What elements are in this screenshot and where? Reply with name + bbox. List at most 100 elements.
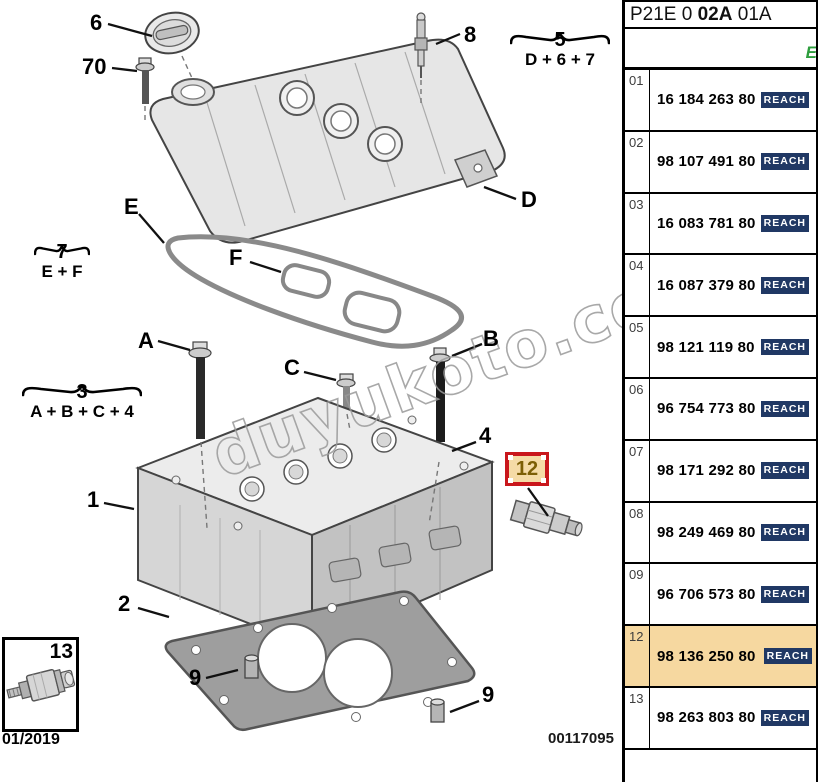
callout-8: 8 <box>464 22 477 47</box>
callout-2: 2 <box>118 591 131 616</box>
assembly-group-3: 3 A + B + C + 4 <box>22 382 142 420</box>
corner-notch <box>541 478 546 483</box>
callout-B: B <box>483 326 499 351</box>
cover-gasket-drawing <box>165 234 464 349</box>
panel-right-border <box>816 2 818 782</box>
row-index: 06 <box>625 378 650 439</box>
leader-lines <box>103 22 549 714</box>
row-index: 02 <box>625 131 650 192</box>
reach-badge[interactable]: REACH <box>760 215 809 232</box>
reach-badge[interactable]: REACH <box>760 524 809 541</box>
assembly-group-5: 5 D + 6 + 7 <box>510 30 610 68</box>
row-index: 04 <box>625 255 650 316</box>
part-row-05[interactable]: 05 98 121 119 80 REACH <box>625 317 818 379</box>
glow-plug-drawing <box>414 12 428 78</box>
group-5-number: 5 <box>554 29 566 51</box>
group-7-number: 7 <box>56 241 68 263</box>
part-number: 96 706 573 80 <box>657 585 756 603</box>
reach-badge[interactable]: REACH <box>760 153 809 170</box>
part-row-03[interactable]: 03 16 083 781 80 REACH <box>625 193 818 256</box>
parts-list-panel: P21E 0 02A 01A E 01 16 184 263 80 REACH … <box>622 0 818 782</box>
reach-badge[interactable]: REACH <box>760 91 809 109</box>
row-index: 09 <box>625 564 650 625</box>
date-code: 01/2019 <box>2 731 60 748</box>
technical-drawing: duyukoto.com <box>6 11 622 732</box>
highlighted-callout-12: 12 <box>505 452 549 486</box>
reach-badge[interactable]: REACH <box>760 400 809 418</box>
row-index: 07 <box>625 440 650 501</box>
valve-13-drawing <box>6 668 76 702</box>
corner-notch <box>508 478 513 483</box>
part-row-01[interactable]: 01 16 184 263 80 REACH <box>625 70 818 132</box>
reach-badge[interactable]: REACH <box>760 462 809 479</box>
row-index: 01 <box>625 70 650 130</box>
valve-cover-drawing <box>149 38 506 244</box>
title-bold: 02A <box>697 4 733 25</box>
callout-13: 13 <box>49 640 73 663</box>
row-index: 03 <box>625 193 650 254</box>
head-bolt-a-drawing <box>188 341 212 439</box>
callout-9-left: 9 <box>189 665 202 690</box>
small-gasket-drawing <box>280 263 402 334</box>
subheader-green-label: E <box>805 43 817 62</box>
overbrace-icon <box>34 244 90 256</box>
title-suffix: 01A <box>732 4 772 25</box>
part-number: 16 083 781 80 <box>657 214 756 232</box>
part-row-12-selected[interactable]: 12 98 136 250 80 REACH <box>625 626 818 688</box>
callout-E: E <box>124 194 139 219</box>
title-prefix: P21E 0 <box>630 4 698 25</box>
part-number: 98 171 292 80 <box>657 462 756 480</box>
part-number: 96 754 773 80 <box>657 400 756 418</box>
callout-C: C <box>284 355 300 380</box>
part-number: 16 184 263 80 <box>657 91 756 109</box>
bolt-c-drawing <box>336 373 356 412</box>
reach-badge[interactable]: REACH <box>760 586 809 603</box>
callout-9-right: 9 <box>482 682 495 707</box>
assembly-group-7: 7 E + F <box>34 242 90 280</box>
part-row-13[interactable]: 13 98 263 803 80 REACH <box>625 687 818 750</box>
inset-box-13: 13 <box>2 637 79 732</box>
part-number: 98 249 469 80 <box>657 523 756 541</box>
reach-badge[interactable]: REACH <box>763 647 812 665</box>
group-7-formula: E + F <box>41 262 83 281</box>
overbrace-icon <box>22 384 142 397</box>
alignment-lines <box>144 55 440 529</box>
callout-4: 4 <box>479 423 492 448</box>
callout-6: 6 <box>90 10 103 35</box>
part-row-08[interactable]: 08 98 249 469 80 REACH <box>625 502 818 565</box>
overbrace-icon <box>510 32 610 45</box>
part-row-02[interactable]: 02 98 107 491 80 REACH <box>625 131 818 194</box>
callout-12-number: 12 <box>515 457 539 480</box>
callout-A: A <box>138 328 154 353</box>
drawing-number: 00117095 <box>548 730 614 747</box>
part-number: 16 087 379 80 <box>657 276 756 294</box>
panel-subheader: E <box>625 29 818 70</box>
group-5-formula: D + 6 + 7 <box>525 50 595 69</box>
part-number: 98 107 491 80 <box>657 153 756 171</box>
head-gasket-drawing <box>164 590 476 732</box>
row-index: 08 <box>625 502 650 563</box>
part-row-06[interactable]: 06 96 754 773 80 REACH <box>625 378 818 441</box>
page-title: P21E 0 02A 01A <box>625 2 818 29</box>
row-index: 05 <box>625 317 650 377</box>
reach-badge[interactable]: REACH <box>760 338 809 356</box>
callout-D: D <box>521 187 537 212</box>
group-3-formula: A + B + C + 4 <box>30 402 134 421</box>
part-row-07[interactable]: 07 98 171 292 80 REACH <box>625 440 818 503</box>
callout-70: 70 <box>82 54 107 79</box>
group-3-number: 3 <box>76 381 88 403</box>
part-row-04[interactable]: 04 16 087 379 80 REACH <box>625 255 818 318</box>
part-number: 98 121 119 80 <box>657 338 755 356</box>
corner-notch <box>508 455 513 460</box>
part-number: 98 263 803 80 <box>657 709 756 727</box>
callout-F: F <box>229 245 243 270</box>
row-index: 12 <box>625 626 650 686</box>
part-row-09[interactable]: 09 96 706 573 80 REACH <box>625 564 818 627</box>
reach-badge[interactable]: REACH <box>760 277 809 294</box>
dowel-pin-drawing <box>244 654 445 723</box>
row-index: 13 <box>625 687 650 748</box>
exploded-view-diagram: duyukoto.com 6 70 8 D E F A B C 4 1 2 9 … <box>2 10 622 748</box>
reach-badge[interactable]: REACH <box>760 709 809 727</box>
oil-cap-drawing <box>144 11 200 55</box>
